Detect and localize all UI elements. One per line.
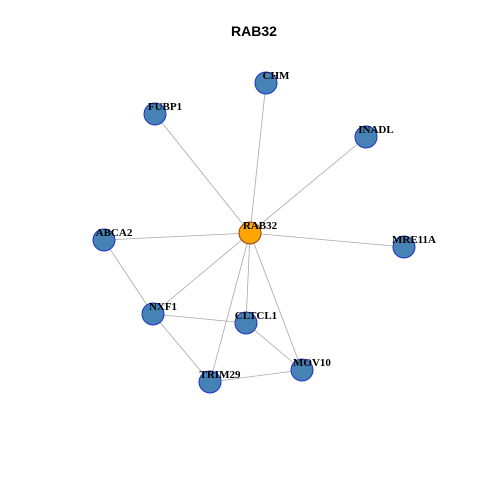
edge-nxf1-trim29: [152, 313, 211, 383]
node-layer: [92, 71, 416, 394]
edge-abca2-nxf1: [103, 239, 154, 315]
node-label-inadl: INADL: [358, 124, 393, 136]
node-cltcl1[interactable]: [234, 311, 258, 335]
edge-rab32-trim29: [209, 232, 251, 383]
node-trim29[interactable]: [198, 370, 222, 394]
edge-rab32-mre11a: [249, 232, 405, 248]
node-mre11a[interactable]: [392, 235, 416, 259]
node-label-fubp1: FUBP1: [148, 101, 182, 113]
edge-rab32-chm: [249, 82, 267, 234]
edge-layer: [103, 82, 405, 383]
edge-rab32-mov10: [249, 232, 303, 371]
node-label-mov10: MOV10: [293, 357, 331, 369]
node-label-rab32: RAB32: [243, 220, 278, 232]
node-nxf1[interactable]: [141, 302, 165, 326]
node-label-chm: CHM: [263, 70, 291, 82]
node-fubp1[interactable]: [143, 102, 167, 126]
node-abca2[interactable]: [92, 228, 116, 252]
edge-nxf1-cltcl1: [152, 313, 247, 324]
edge-rab32-nxf1: [152, 232, 251, 315]
node-label-cltcl1: CLTCL1: [235, 310, 277, 322]
node-label-nxf1: NXF1: [149, 301, 177, 313]
edge-rab32-abca2: [103, 232, 251, 241]
node-label-mre11a: MRE11A: [392, 234, 436, 246]
edge-rab32-fubp1: [154, 113, 251, 234]
diagram-title: RAB32: [231, 23, 277, 39]
edge-trim29-mov10: [209, 369, 303, 383]
edge-cltcl1-mov10: [245, 322, 303, 371]
node-rab32[interactable]: [238, 221, 262, 245]
node-inadl[interactable]: [354, 125, 378, 149]
node-label-abca2: ABCA2: [96, 227, 133, 239]
edge-rab32-cltcl1: [245, 232, 251, 324]
node-mov10[interactable]: [290, 358, 314, 382]
node-label-trim29: TRIM29: [200, 369, 241, 381]
edge-rab32-inadl: [249, 136, 367, 234]
node-chm[interactable]: [254, 71, 278, 95]
